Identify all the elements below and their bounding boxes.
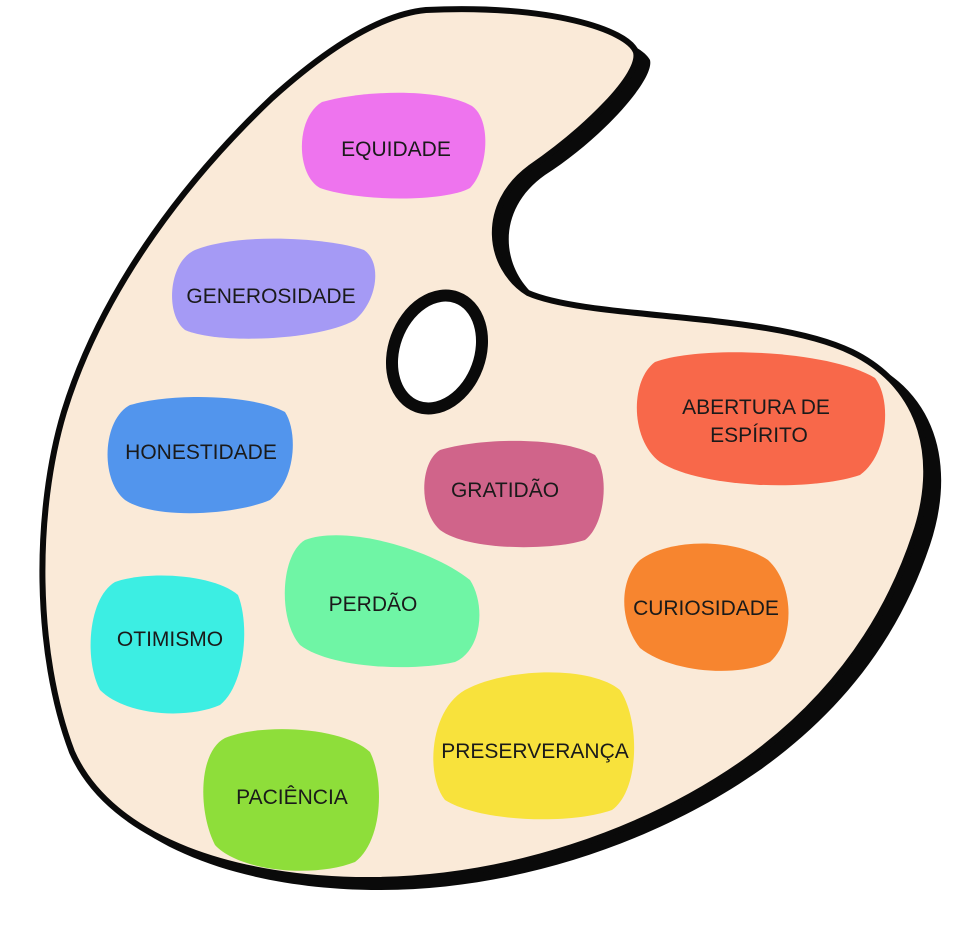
blob-label-preserveranca: PRESERVERANÇA	[441, 740, 629, 763]
paint-blob-curiosidade: CURIOSIDADE	[624, 544, 788, 671]
blob-label-curiosidade: CURIOSIDADE	[633, 597, 779, 620]
paint-blob-paciencia: PACIÊNCIA	[203, 729, 379, 871]
blob-label-perdao: PERDÃO	[329, 592, 418, 616]
paint-blob-equidade: EQUIDADE	[302, 93, 485, 199]
paint-blob-shape	[637, 352, 885, 485]
blob-label-gratidao: GRATIDÃO	[451, 478, 559, 502]
blob-label-honestidade: HONESTIDADE	[125, 441, 277, 464]
paint-blob-abertura: ABERTURA DE ESPÍRITO	[637, 352, 885, 485]
blob-label-otimismo: OTIMISMO	[117, 628, 223, 651]
blob-label-abertura-line2: ESPÍRITO	[710, 424, 808, 447]
blob-label-generosidade: GENEROSIDADE	[186, 285, 355, 308]
paint-blob-generosidade: GENEROSIDADE	[172, 239, 375, 339]
blob-label-paciencia: PACIÊNCIA	[236, 786, 348, 809]
blob-label-abertura: ABERTURA DE	[682, 396, 830, 419]
blob-label-equidade: EQUIDADE	[341, 138, 451, 161]
paint-blob-honestidade: HONESTIDADE	[108, 397, 293, 513]
paint-blob-otimismo: OTIMISMO	[91, 576, 245, 714]
paint-blob-preserveranca: PRESERVERANÇA	[433, 672, 634, 819]
paint-blob-gratidao: GRATIDÃO	[424, 441, 603, 547]
